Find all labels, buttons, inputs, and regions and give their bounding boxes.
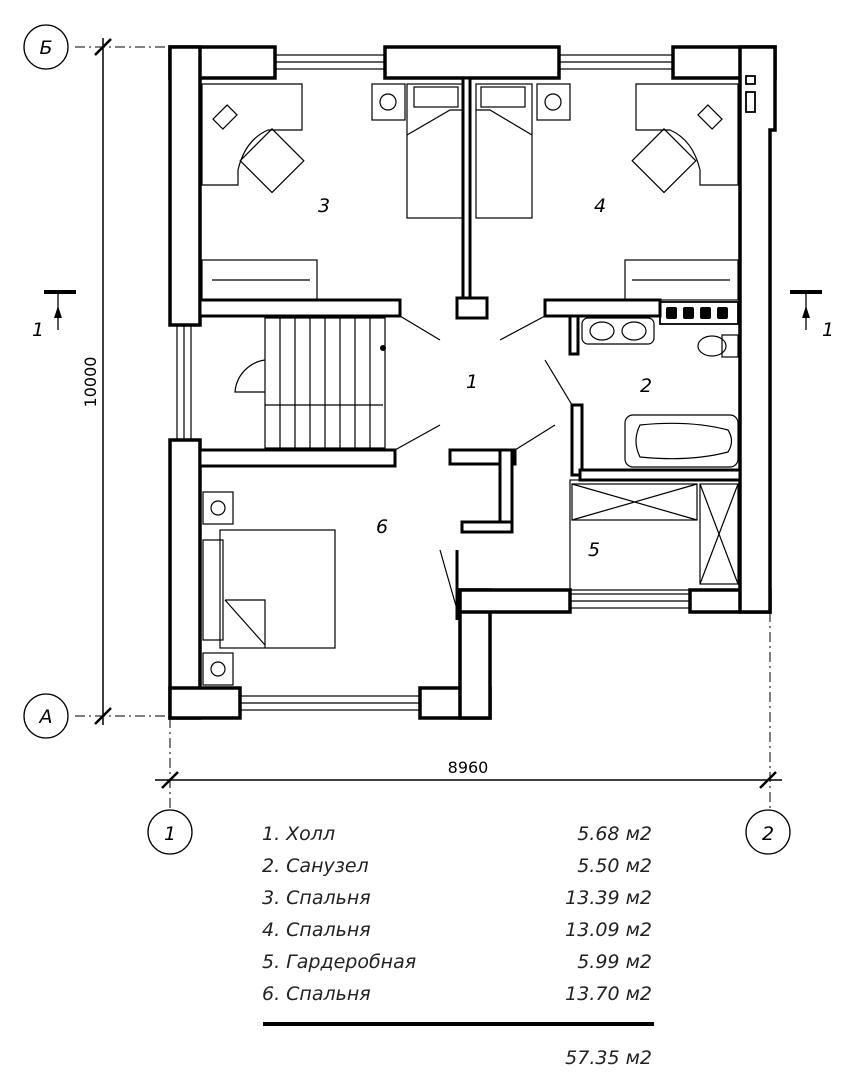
section-mark-left-label: 1 (32, 319, 44, 341)
room-label-hall: 1 (466, 371, 478, 393)
axis-label-1: 1 (164, 823, 176, 845)
legend-total-area: 57.35 м2 (565, 1047, 652, 1069)
section-mark-right: 1 (790, 290, 834, 341)
axis-bubble-2: 2 (745, 809, 791, 855)
windows (176, 54, 691, 711)
room-label-bathroom: 2 (640, 375, 652, 397)
bathroom-fixtures (581, 75, 756, 468)
dimension-height-label: 10000 (81, 357, 100, 408)
room-label-wardrobe: 5 (588, 539, 600, 561)
room-label-bedroom-6: 6 (376, 516, 388, 538)
room-label-bedroom-3: 3 (318, 195, 330, 217)
legend-room-name: 1. Холл (262, 823, 335, 845)
axis-label-2: 2 (762, 823, 774, 845)
legend-room-name: 6. Спальня (262, 983, 371, 1005)
legend-room-name: 3. Спальня (262, 887, 371, 909)
section-mark-left: 1 (32, 290, 76, 341)
room-label-bedroom-4: 4 (594, 195, 606, 217)
legend-room-name: 4. Спальня (262, 919, 371, 941)
furniture-bedroom-4 (475, 83, 739, 301)
furniture-bedroom-3 (201, 83, 464, 301)
door-swings (394, 315, 573, 621)
dimension-vertical: 10000 (81, 38, 112, 725)
axis-bubble-1: 1 (147, 809, 193, 855)
legend-room-area: 5.50 м2 (577, 855, 652, 877)
legend-room-area: 13.70 м2 (565, 983, 652, 1005)
room-labels: 1 2 3 4 5 6 (318, 195, 652, 561)
axis-bubble-b: Б (23, 24, 69, 70)
legend-room-name: 2. Санузел (262, 855, 369, 877)
axis-bubble-a: А (23, 693, 69, 739)
axis-label-a: А (38, 706, 53, 728)
area-legend: 1. Холл 5.68 м2 2. Санузел 5.50 м2 3. Сп… (262, 823, 654, 1069)
furniture-bedroom-6 (202, 491, 336, 686)
staircase (234, 317, 386, 449)
legend-room-area: 5.99 м2 (577, 951, 652, 973)
dimension-width-label: 8960 (448, 758, 489, 777)
interior-walls (198, 76, 742, 591)
legend-room-area: 5.68 м2 (577, 823, 652, 845)
legend-room-area: 13.39 м2 (565, 887, 652, 909)
wardrobe-storage (571, 483, 739, 585)
legend-room-name: 5. Гардеробная (262, 951, 416, 973)
axis-label-b: Б (39, 37, 52, 59)
dimension-horizontal: 8960 (155, 758, 782, 789)
exterior-walls (168, 45, 777, 720)
legend-room-area: 13.09 м2 (565, 919, 652, 941)
section-mark-right-label: 1 (822, 319, 834, 341)
